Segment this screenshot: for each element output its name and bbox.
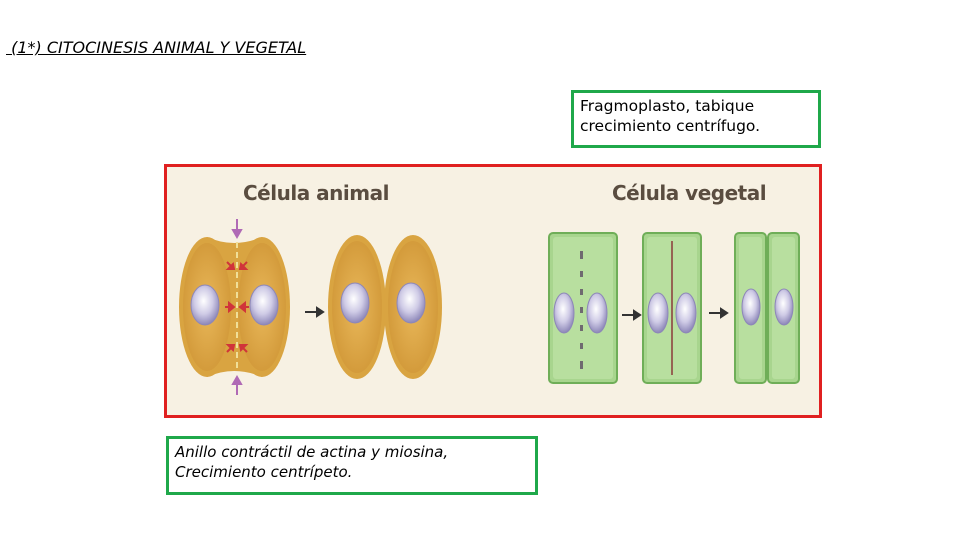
- plant-note-box: Fragmoplasto, tabique crecimiento centrí…: [571, 90, 821, 148]
- cytokinesis-illustration: [179, 219, 800, 395]
- animal-note-line-2: Crecimiento centrípeto.: [175, 463, 353, 481]
- animal-note-box: Anillo contráctil de actina y miosina, C…: [166, 436, 538, 495]
- animal-daughter-cells: [328, 235, 442, 379]
- arrow-right-icon: [622, 309, 642, 321]
- arrow-right-icon: [709, 307, 729, 319]
- arrow-right-icon: [305, 306, 325, 318]
- slide-title: (1*) CITOCINESIS ANIMAL Y VEGETAL: [6, 38, 307, 57]
- plant-cell-label: Célula vegetal: [612, 181, 767, 205]
- constriction-arrows: [225, 261, 249, 353]
- animal-note-line-1: Anillo contráctil de actina y miosina,: [175, 443, 449, 461]
- plant-cell-dividing: [548, 232, 618, 384]
- plant-cell-plate: [642, 232, 702, 384]
- plant-note-line-1: Fragmoplasto, tabique: [580, 97, 755, 115]
- plant-note-line-2: crecimiento centrífugo.: [580, 117, 761, 135]
- animal-cell-label: Célula animal: [243, 181, 389, 205]
- animal-cell-dividing: [179, 219, 290, 395]
- plant-daughter-cells: [734, 232, 800, 384]
- cytokinesis-figure: Célula animal Célula vegetal: [164, 164, 822, 418]
